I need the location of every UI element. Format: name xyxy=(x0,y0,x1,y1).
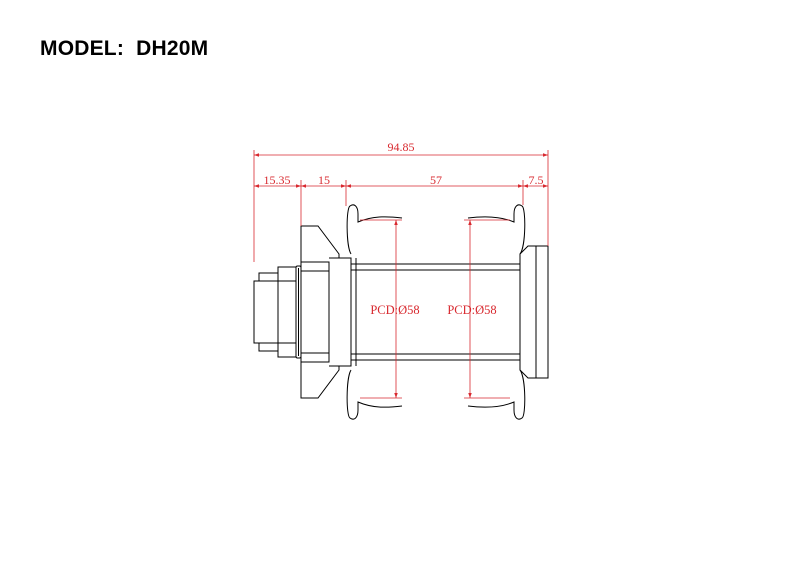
segment-4-label: 7.5 xyxy=(529,173,544,187)
left-flange xyxy=(346,204,403,420)
segment-1-label: 15.35 xyxy=(264,173,291,187)
model-label: MODEL: xyxy=(40,37,125,60)
pcd-left-label: PCD:Ø58 xyxy=(370,303,419,317)
right-end-shoulder xyxy=(519,245,549,379)
left-hub-shoulder xyxy=(300,225,352,399)
pcd-right-label: PCD:Ø58 xyxy=(447,303,496,317)
segment-2-label: 15 xyxy=(318,173,330,187)
overall-dimension-label: 94.85 xyxy=(388,140,415,154)
dimension-labels: 94.85 15.35 15 57 7.5 PCD:Ø58 PCD:Ø58 xyxy=(264,140,544,317)
right-flange xyxy=(467,204,526,420)
dimension-lines xyxy=(253,150,549,399)
left-end-cap xyxy=(253,266,297,358)
hub-body xyxy=(351,258,520,366)
model-title: MODEL: DH20M xyxy=(40,37,208,61)
hub-outline xyxy=(253,204,549,420)
model-value: DH20M xyxy=(136,37,209,60)
segment-3-label: 57 xyxy=(430,173,442,187)
